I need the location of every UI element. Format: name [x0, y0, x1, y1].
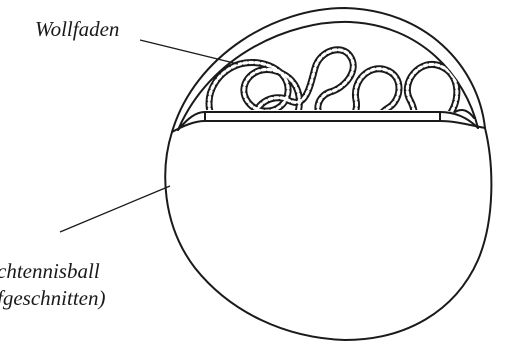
- label-ball-line2: fgeschnitten): [0, 286, 105, 310]
- leader-line-wool-thread: [140, 40, 238, 64]
- sphere-outline: [165, 128, 491, 340]
- wool-thread: [206, 50, 457, 140]
- label-ball-line1: chtennisball: [0, 259, 100, 283]
- leader-lines: [60, 40, 238, 232]
- sphere-top-rim: [172, 8, 485, 132]
- leader-line-ball: [60, 186, 170, 232]
- label-wool-thread: Wollfaden: [35, 17, 119, 41]
- cut-front-edge: [172, 121, 485, 132]
